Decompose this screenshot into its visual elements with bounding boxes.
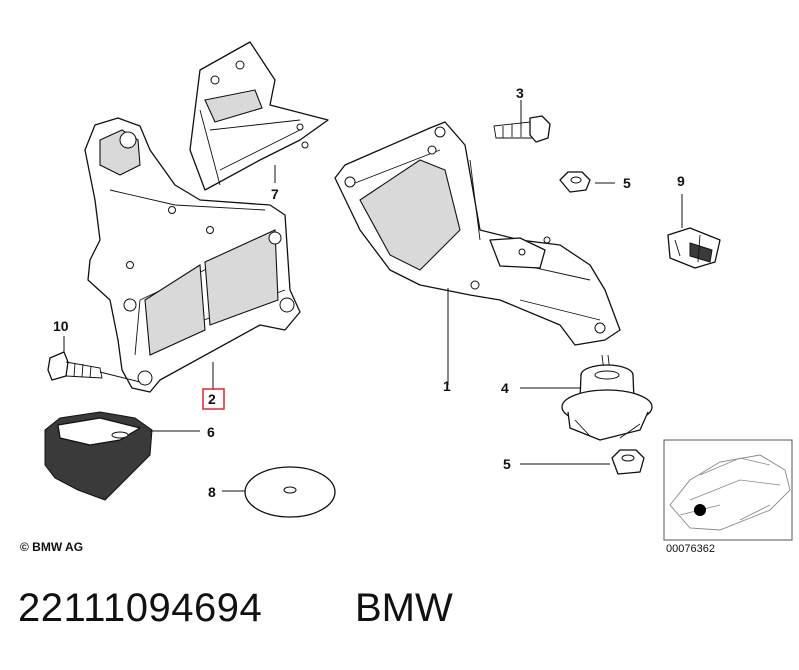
part-6-cover [44,411,153,501]
callout-4[interactable]: 4 [501,380,509,396]
part-2-support-bracket [84,117,301,393]
part-5-nut-upper [559,171,591,193]
callout-6[interactable]: 6 [207,424,215,440]
car-thumbnail [663,439,793,541]
part-3-bolt [493,115,551,143]
callout-1[interactable]: 1 [443,378,451,394]
part-1-mount-bracket [334,121,621,346]
callout-5-lower[interactable]: 5 [503,456,511,472]
part-9-clip [667,227,721,269]
part-4-engine-mount [561,354,653,441]
callout-2-highlight-box [202,388,225,410]
callout-8[interactable]: 8 [208,484,216,500]
part-7-upper-bracket [189,41,329,191]
part-10-bolt [47,351,103,381]
callout-3[interactable]: 3 [516,85,524,101]
location-marker-icon [694,504,706,516]
callout-2[interactable]: 2 [208,391,216,407]
callout-9[interactable]: 9 [677,173,685,189]
part-number: 22111094694 [18,586,263,630]
callout-5-upper[interactable]: 5 [623,175,631,191]
diagram-reference-number: 00076362 [666,543,715,555]
callout-10[interactable]: 10 [53,318,69,334]
callout-labels: 1 2 3 4 5 5 6 7 8 9 10 [53,85,685,500]
callout-7[interactable]: 7 [271,186,279,202]
part-5-nut-lower [611,449,645,475]
leader-lines [63,100,683,492]
copyright-notice: © BMW AG [20,540,84,554]
part-8-washer [244,466,336,518]
brand-name: BMW [355,586,453,630]
